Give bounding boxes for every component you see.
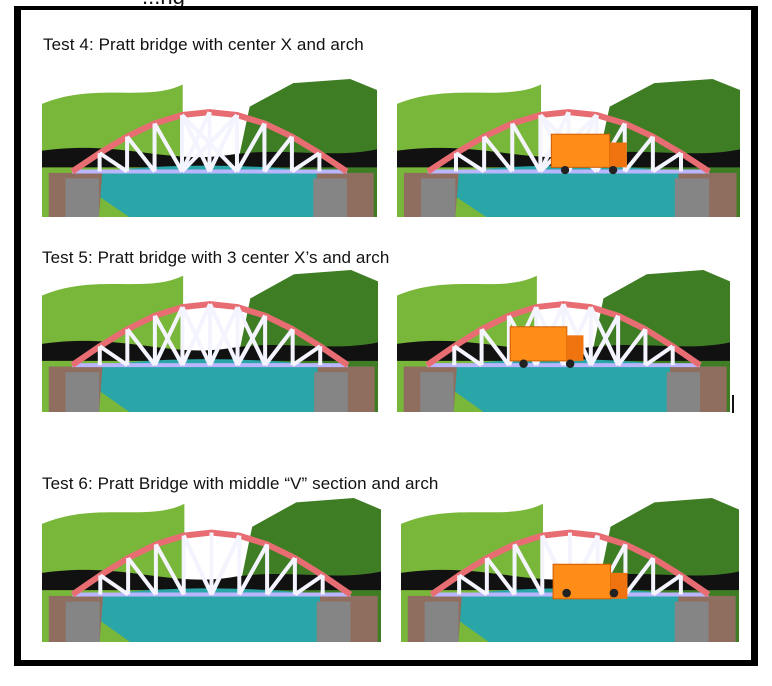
caption-test-6: Test 6: Pratt Bridge with middle “V” sec… [42, 474, 439, 493]
test-5-loaded-screenshot [397, 270, 730, 412]
test-4-unloaded-screenshot [42, 79, 377, 217]
caption-test-4: Test 4: Pratt bridge with center X and a… [43, 35, 364, 54]
test-5-unloaded-screenshot [42, 270, 378, 412]
test-6-unloaded-screenshot [42, 498, 381, 642]
test-6-loaded-screenshot [401, 498, 739, 642]
crop-line-mark [732, 395, 734, 413]
cropped-heading: ...ng [142, 0, 185, 10]
test-4-loaded-screenshot [397, 79, 740, 217]
caption-test-5: Test 5: Pratt bridge with 3 center X’s a… [42, 248, 390, 267]
